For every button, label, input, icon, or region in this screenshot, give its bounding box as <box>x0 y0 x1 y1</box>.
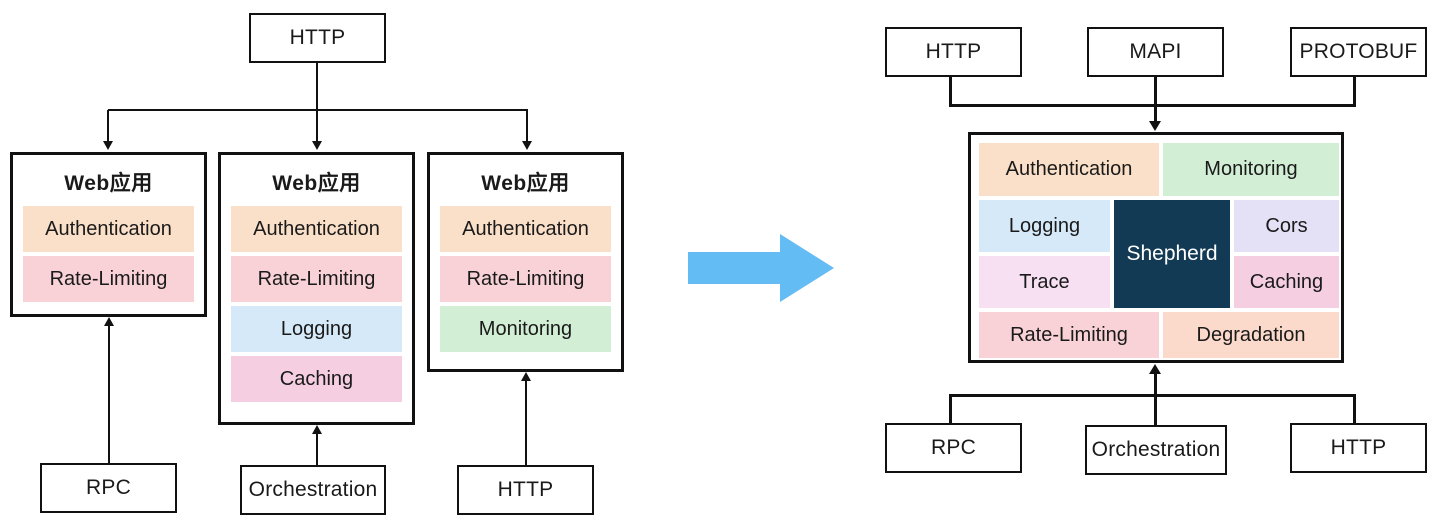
protocol-box-protobuf[interactable]: PROTOBUF <box>1290 27 1427 77</box>
left-client-arrow-2 <box>312 425 322 434</box>
left-branch-arrow-1 <box>103 141 113 150</box>
backend-label-rpc: RPC <box>931 436 976 459</box>
left-client-arrow-1 <box>104 317 114 326</box>
left-client-arrow-3 <box>521 372 531 381</box>
gateway-outbound-arrow <box>1149 364 1161 374</box>
left-client-label-orchestration: Orchestration <box>248 478 378 501</box>
gateway-inbound-arrow <box>1149 121 1161 131</box>
middleware-rate-limiting[interactable]: Rate-Limiting <box>23 256 194 302</box>
left-branch-arrow-2 <box>312 141 322 150</box>
web-app-card-2[interactable]: Web应用 Authentication Rate-Limiting Loggi… <box>218 152 415 425</box>
feature-authentication[interactable]: Authentication <box>979 143 1159 196</box>
feature-logging[interactable]: Logging <box>979 200 1110 252</box>
left-client-line-1 <box>108 326 110 463</box>
middleware-authentication[interactable]: Authentication <box>231 206 402 252</box>
left-branch-line-1 <box>107 110 109 142</box>
left-client-line-3 <box>525 381 527 465</box>
backend-line-http <box>1353 394 1356 425</box>
backend-label-orchestration: Orchestration <box>1091 438 1221 461</box>
protocol-line-protobuf <box>1353 77 1356 106</box>
left-client-box-rpc[interactable]: RPC <box>40 463 177 513</box>
backend-line-rpc <box>949 394 952 425</box>
left-http-source-label: HTTP <box>289 26 346 49</box>
left-client-label-rpc: RPC <box>86 476 131 499</box>
backend-box-orchestration[interactable]: Orchestration <box>1085 425 1227 475</box>
protocol-box-mapi[interactable]: MAPI <box>1087 27 1224 77</box>
left-bus-line <box>108 109 528 111</box>
middleware-caching[interactable]: Caching <box>231 356 402 402</box>
left-branch-line-3 <box>526 110 528 142</box>
protocol-line-mapi <box>1154 77 1157 122</box>
backend-box-http[interactable]: HTTP <box>1290 423 1427 473</box>
web-app-title-2: Web应用 <box>272 172 361 195</box>
feature-trace[interactable]: Trace <box>979 256 1110 308</box>
feature-rate-limiting[interactable]: Rate-Limiting <box>979 312 1159 358</box>
protocol-label-mapi: MAPI <box>1129 40 1182 63</box>
left-client-label-http: HTTP <box>497 478 554 501</box>
left-client-box-orchestration[interactable]: Orchestration <box>240 465 386 515</box>
middleware-logging[interactable]: Logging <box>231 306 402 352</box>
gateway-box[interactable]: Authentication Monitoring Logging Cors T… <box>968 132 1344 363</box>
feature-caching[interactable]: Caching <box>1234 256 1339 308</box>
web-app-title-3: Web应用 <box>481 172 570 195</box>
left-branch-line-2 <box>316 110 318 142</box>
backend-label-http: HTTP <box>1330 436 1387 459</box>
protocol-line-http <box>949 77 952 106</box>
middleware-monitoring[interactable]: Monitoring <box>440 306 611 352</box>
transition-arrow <box>688 232 834 304</box>
left-http-source-box[interactable]: HTTP <box>249 13 386 63</box>
web-app-card-3[interactable]: Web应用 Authentication Rate-Limiting Monit… <box>427 152 624 372</box>
protocol-box-http[interactable]: HTTP <box>885 27 1022 77</box>
middleware-authentication[interactable]: Authentication <box>23 206 194 252</box>
left-trunk-line <box>316 63 318 110</box>
backend-bus-line <box>949 394 1356 397</box>
feature-monitoring[interactable]: Monitoring <box>1163 143 1339 196</box>
left-branch-arrow-3 <box>522 141 532 150</box>
middleware-rate-limiting[interactable]: Rate-Limiting <box>440 256 611 302</box>
protocol-label-protobuf: PROTOBUF <box>1299 40 1418 63</box>
feature-degradation[interactable]: Degradation <box>1163 312 1339 358</box>
backend-line-orchestration <box>1154 373 1157 425</box>
web-app-card-1[interactable]: Web应用 Authentication Rate-Limiting <box>10 152 207 317</box>
middleware-authentication[interactable]: Authentication <box>440 206 611 252</box>
left-client-line-2 <box>316 434 318 465</box>
gateway-feature-grid: Authentication Monitoring Logging Cors T… <box>979 143 1339 358</box>
shepherd-core-block[interactable]: Shepherd <box>1114 200 1230 308</box>
protocol-bus-line <box>949 104 1356 107</box>
protocol-label-http: HTTP <box>925 40 982 63</box>
left-client-box-http[interactable]: HTTP <box>457 465 594 515</box>
web-app-title-1: Web应用 <box>64 172 153 195</box>
middleware-rate-limiting[interactable]: Rate-Limiting <box>231 256 402 302</box>
backend-box-rpc[interactable]: RPC <box>885 423 1022 473</box>
feature-cors[interactable]: Cors <box>1234 200 1339 252</box>
